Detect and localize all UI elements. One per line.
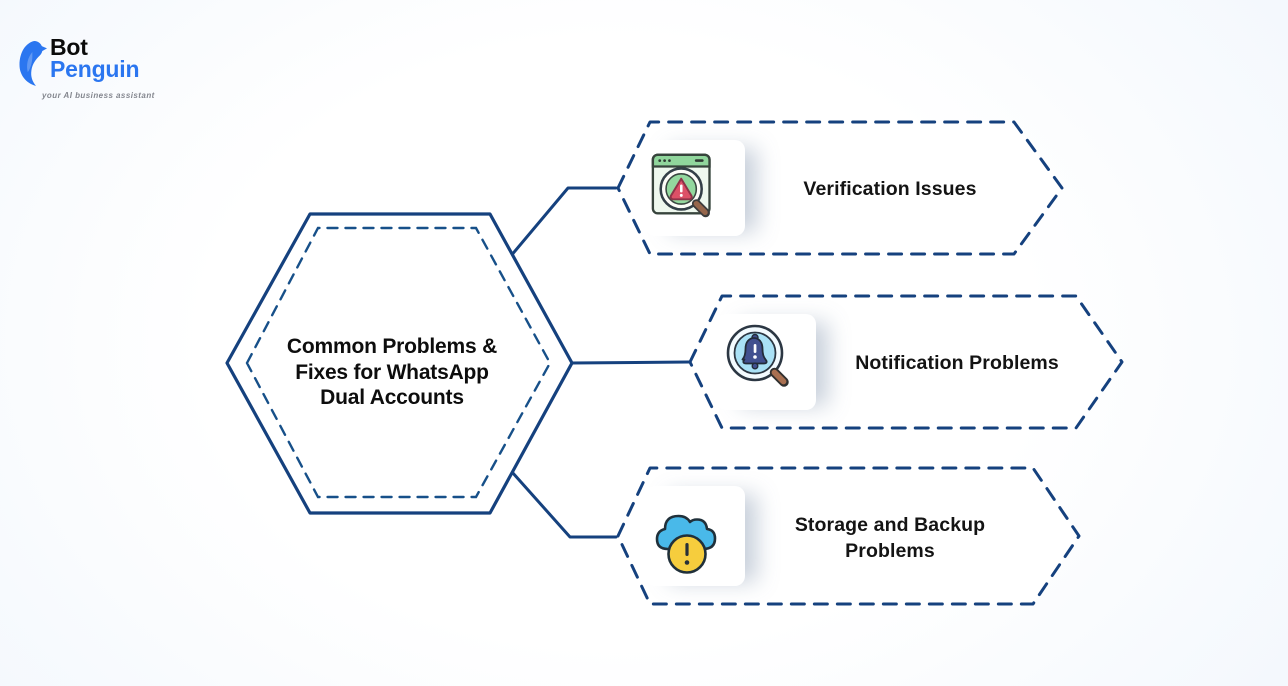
connector-bottom bbox=[510, 470, 618, 539]
connector-top bbox=[508, 186, 618, 259]
node-label-storage: Storage and Backup Problems bbox=[745, 502, 1035, 574]
node-label-line: Verification Issues bbox=[803, 178, 977, 200]
node-label-line: Problems bbox=[845, 540, 935, 562]
browser-warning-magnifier-icon bbox=[651, 153, 711, 218]
node-label-verification: Verification Issues bbox=[745, 158, 1035, 220]
node-label-line: Notification Problems bbox=[855, 352, 1059, 374]
center-hexagon-dashed-border bbox=[245, 226, 552, 499]
center-hexagon bbox=[225, 212, 574, 515]
connector-middle bbox=[569, 360, 691, 365]
brand-tagline: your AI business assistant bbox=[42, 91, 155, 100]
cloud-warning-icon bbox=[655, 514, 717, 574]
bell-alert-magnifier-icon bbox=[726, 324, 789, 387]
center-title: Common Problems & Fixes for WhatsApp Dua… bbox=[257, 334, 527, 411]
brand-name-bottom: Penguin bbox=[50, 56, 140, 82]
node-label-line: Storage and Backup bbox=[794, 514, 986, 536]
center-title-line: Fixes for WhatsApp bbox=[295, 360, 489, 384]
brand-name-top: Bot bbox=[50, 34, 88, 60]
penguin-icon bbox=[19, 41, 47, 86]
botpenguin-logo: Bot Penguin your AI business assistant bbox=[14, 36, 194, 100]
node-label-notification: Notification Problems bbox=[812, 332, 1102, 394]
center-title-line: Dual Accounts bbox=[320, 386, 464, 409]
center-title-line: Common Problems & bbox=[286, 335, 498, 358]
